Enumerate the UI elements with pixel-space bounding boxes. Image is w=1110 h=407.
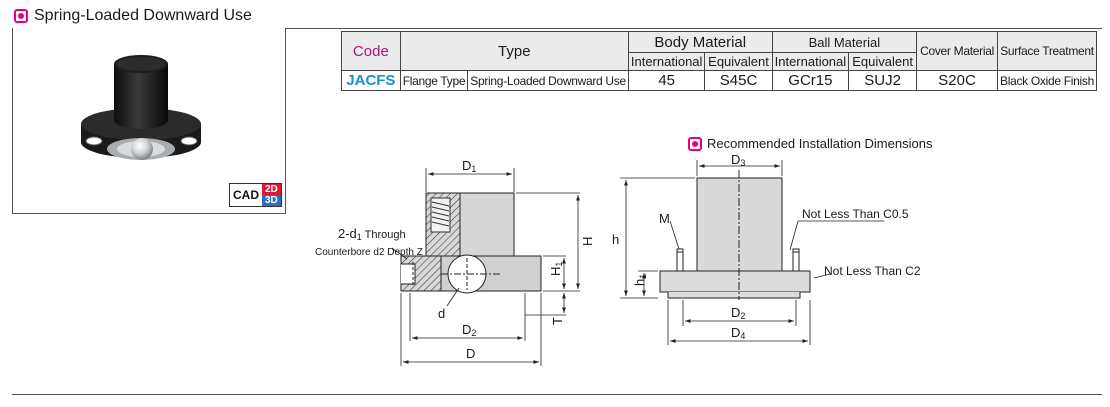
counterbore-label: Counterbore d2 Depth Z (315, 247, 423, 258)
dim-h-lower-label: h (612, 232, 619, 247)
dim-d-small-label: d (438, 306, 445, 321)
product-photo (81, 55, 201, 160)
dim-d1-label: D1 (462, 158, 476, 174)
dim-d2-right-label: D2 (731, 305, 745, 321)
type-cell-1: Flange Type (399, 70, 469, 91)
left-dimension-lines (391, 168, 580, 366)
body-equivalent-cell: S45C (704, 70, 773, 91)
type-cell-2: Spring-Loaded Downward Use (467, 70, 629, 91)
ball-material-header: Ball Material (771, 31, 918, 53)
cad-2d-label: 2D (262, 184, 281, 195)
table-row: JACFS Flange Type Spring-Loaded Downward… (341, 70, 1097, 91)
recommended-title: Recommended Installation Dimensions (707, 136, 933, 151)
cad-label: CAD (233, 188, 259, 202)
code-cell[interactable]: JACFS (341, 70, 401, 91)
dim-h1-label: H1 (548, 262, 564, 276)
recommended-bullet-icon (688, 136, 702, 151)
body-international-header: International (627, 52, 706, 71)
dim-m-label: M (659, 211, 670, 226)
frame-top-rule (12, 28, 1102, 29)
right-dimension-labels: D3 M h h1 D2 D4 Not Less Than C0.5 Not L… (612, 152, 921, 341)
section-title: Spring-Loaded Downward Use (34, 7, 252, 24)
ball-international-cell: GCr15 (771, 70, 850, 91)
dim-d2-label: D2 (462, 322, 476, 338)
chamfer-c2-label: Not Less Than C2 (824, 264, 921, 278)
dim-d3-label: D3 (731, 152, 745, 168)
cad-badge[interactable]: CAD 2D 3D (229, 183, 282, 207)
right-installation-drawing (659, 170, 811, 300)
ball-international-header: International (771, 52, 850, 71)
cover-material-header: Cover Material (916, 31, 998, 71)
chamfer-c05-label: Not Less Than C0.5 (802, 207, 909, 221)
left-section-drawing (400, 192, 542, 294)
ball-equivalent-cell: SUJ2 (848, 70, 918, 91)
dim-d-label: D (466, 346, 475, 361)
recommended-header: Recommended Installation Dimensions (688, 136, 932, 151)
ball-equivalent-header: Equivalent (848, 52, 918, 71)
section-bullet-icon (14, 9, 28, 23)
dim-h1-lower-label: h1 (632, 274, 648, 286)
surface-treatment-header: Surface Treatment (997, 31, 1097, 71)
spec-table: Code Type Body Material Ball Material Co… (341, 31, 1097, 91)
right-dimension-lines (620, 160, 884, 345)
frame-bottom-rule (12, 394, 1102, 395)
section-header: Spring-Loaded Downward Use (14, 6, 252, 26)
left-dimension-labels: D1 H H1 T d D2 D 2-d1 Through Counterbor… (315, 158, 595, 361)
dim-d4-label: D4 (731, 325, 745, 341)
surface-treatment-cell: Black Oxide Finish (997, 70, 1097, 91)
type-header: Type (399, 31, 629, 71)
body-equivalent-header: Equivalent (704, 52, 773, 71)
through-hole-label: 2-d1 Through (338, 226, 406, 242)
dim-h-label: H (580, 237, 595, 246)
body-material-header: Body Material (627, 31, 773, 53)
cad-3d-label: 3D (262, 195, 281, 206)
dim-t-label: T (550, 317, 565, 325)
